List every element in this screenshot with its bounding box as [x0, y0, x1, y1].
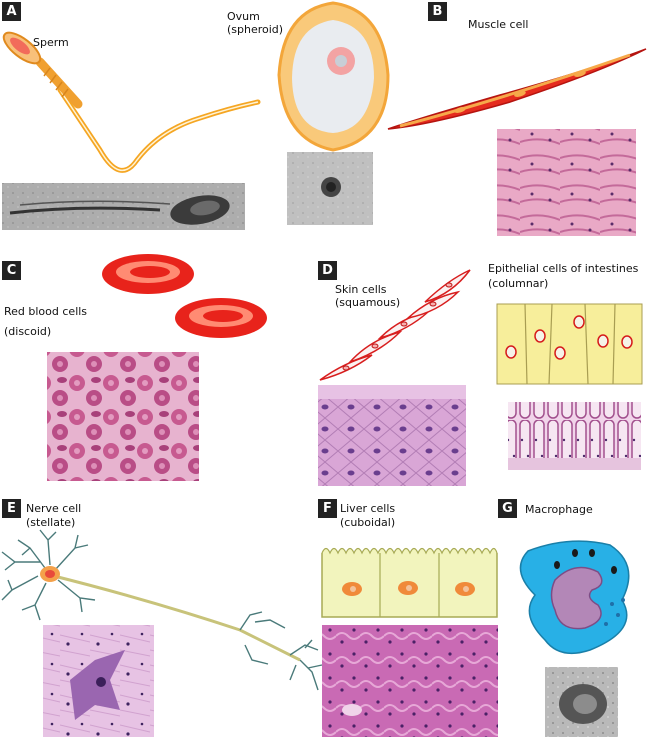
- label-liver-cells: Liver cells: [340, 502, 396, 515]
- macrophage-drawing: [519, 540, 630, 655]
- muscle-micrograph: [497, 129, 636, 236]
- sperm-drawing: [2, 31, 261, 173]
- panel-letter-c: C: [2, 261, 21, 280]
- label-skin-cells: Skin cells: [335, 283, 387, 296]
- label-ovum: Ovum: [227, 10, 260, 23]
- label-skin-shape: (squamous): [335, 296, 401, 309]
- red-blood-cell-drawing: [102, 254, 267, 338]
- liver-micrograph: [322, 625, 498, 737]
- label-epithelial-shape: (columnar): [488, 277, 549, 290]
- panel-letter-b: B: [428, 2, 447, 21]
- intestine-micrograph: [508, 402, 641, 470]
- label-nerve-shape: (stellate): [26, 516, 76, 529]
- nerve-soma: [40, 566, 60, 582]
- ovum-drawing: [277, 1, 390, 152]
- muscle-cell-drawing: [387, 48, 647, 130]
- rbc-micrograph: [47, 352, 199, 481]
- label-ovum-shape: (spheroid): [227, 23, 284, 36]
- panel-letter-a: A: [2, 2, 21, 21]
- label-rbc-shape: (discoid): [4, 325, 52, 338]
- skin-cells-drawing: [319, 269, 471, 381]
- columnar-cells-drawing: [496, 303, 643, 385]
- macrophage-micrograph: [545, 667, 618, 737]
- nerve-micrograph: [43, 625, 154, 737]
- nerve-cell-drawing: [1, 529, 323, 691]
- ovum-micrograph: [287, 152, 373, 225]
- label-epithelial-cells: Epithelial cells of intestines: [488, 262, 639, 275]
- sperm-micrograph: [2, 183, 245, 230]
- label-macrophage: Macrophage: [525, 503, 593, 516]
- panel-letter-e: E: [2, 499, 21, 518]
- cuboidal-cells-drawing: [321, 547, 498, 618]
- label-red-blood-cells: Red blood cells: [4, 305, 88, 318]
- label-liver-shape: (cuboidal): [340, 516, 396, 529]
- label-nerve-cell: Nerve cell: [26, 502, 82, 515]
- panel-letter-f: F: [318, 499, 337, 518]
- label-sperm: Sperm: [33, 36, 69, 49]
- skin-micrograph: [318, 385, 466, 486]
- label-muscle-cell: Muscle cell: [468, 18, 529, 31]
- panel-letter-d: D: [318, 261, 337, 280]
- panel-letter-g: G: [498, 499, 517, 518]
